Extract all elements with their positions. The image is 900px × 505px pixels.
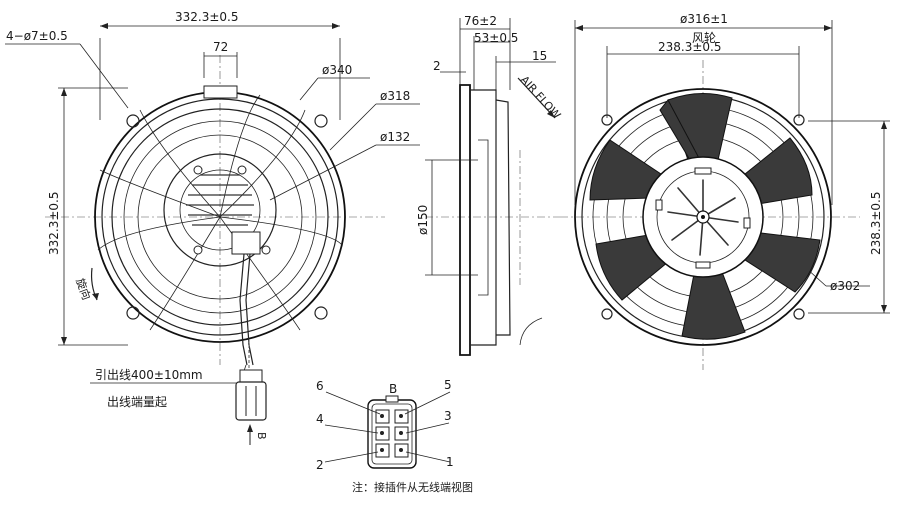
impeller-label: 风轮 (692, 31, 716, 45)
front-view: 332.3±0.5 72 4−ø7±0.5 332.3±0.5 ø340 ø31… (5, 10, 420, 445)
depth-total-dim: 76±2 (464, 14, 497, 28)
front-height-dim: 332.3±0.5 (47, 192, 61, 256)
dia-150: ø150 (416, 205, 430, 235)
side-view: 76±2 53±0.5 2 15 ø150 AIR FLOW (416, 14, 564, 356)
airflow-label: AIR FLOW (518, 73, 564, 122)
rotation-label: 旋向 (73, 276, 94, 301)
connector-title: B (389, 382, 397, 396)
dia-340: ø340 (322, 63, 352, 77)
dim-15: 15 (532, 49, 547, 63)
view-b-label: B (255, 432, 268, 440)
rear-dia-top: ø316±1 (680, 12, 728, 26)
dia-302: ø302 (830, 279, 860, 293)
pin-2: 2 (316, 458, 324, 472)
pin-3: 3 (444, 409, 452, 423)
dia-132: ø132 (380, 130, 410, 144)
rear-view: ø316±1 风轮 238.3±0.5 238.3±0.5 ø302 (560, 12, 890, 370)
connector-detail: B 6 4 2 5 3 1 (316, 378, 473, 494)
pin-6: 6 (316, 379, 324, 393)
front-width-dim: 332.3±0.5 (175, 10, 239, 24)
rear-width-dim: 238.3±0.5 (658, 40, 722, 54)
dim-2: 2 (433, 59, 441, 73)
lead-wire-note: 出线端量起 (107, 395, 167, 409)
rear-height-dim: 238.3±0.5 (869, 192, 883, 256)
connector-note: 注：接插件从无线端视图 (352, 480, 473, 494)
lead-wire-label: 引出线400±10mm (95, 368, 203, 382)
slot-dim: 72 (213, 40, 228, 54)
dia-318: ø318 (380, 89, 410, 103)
pin-5: 5 (444, 378, 452, 392)
pin-1: 1 (446, 455, 454, 469)
mount-holes-dim: 4−ø7±0.5 (6, 29, 68, 43)
depth-mid-dim: 53±0.5 (474, 31, 518, 45)
pin-4: 4 (316, 412, 324, 426)
